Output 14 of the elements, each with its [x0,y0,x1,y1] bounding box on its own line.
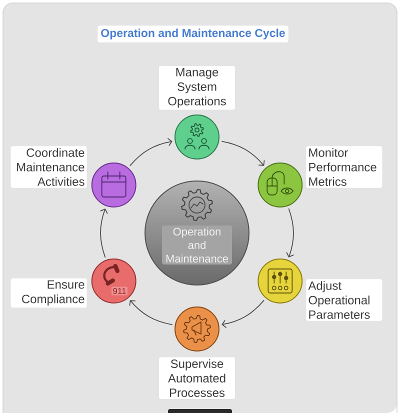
step-label: Monitor Performance Metrics [306,146,382,188]
step-label: Supervise Automated Processes [159,357,235,399]
arrow [100,208,108,258]
arrow [129,300,173,326]
step-label: Ensure Compliance [10,278,87,308]
hub-label: Operation and Maintenance [162,225,232,265]
arrow [286,208,294,258]
step-label: Manage System Operations [159,66,235,110]
step-label: Adjust Operational Parameters [306,279,382,321]
step-label: Coordinate Maintenance Activities [10,146,87,188]
arrow [221,140,265,166]
arrow [222,300,265,328]
arrow [129,138,172,166]
title: Operation and Maintenance Cycle [98,26,288,42]
